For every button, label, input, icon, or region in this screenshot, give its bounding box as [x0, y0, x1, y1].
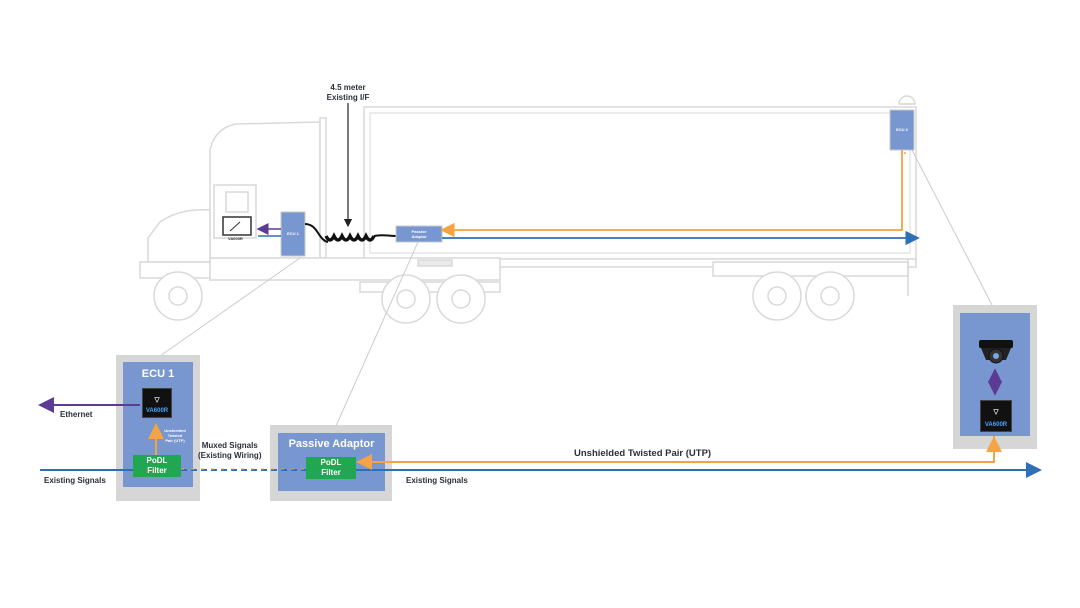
ecu1-podl-filter: PoDL Filter [133, 455, 181, 477]
truck-passive-line2: Adaptor [411, 234, 427, 239]
chip-logo-icon: ▿ [154, 394, 160, 406]
truck-passive-label: Passive Adaptor [396, 229, 442, 239]
cab-monitor-icon [222, 216, 252, 236]
cable-length-line1: 4.5 meter [330, 83, 366, 92]
utp-label: Unshielded Twisted Pair (UTP) [574, 448, 712, 459]
ecu1-filter-line2: Filter [147, 466, 167, 475]
passive-filter-line2: Filter [321, 468, 341, 477]
camera-chip: ▿ VA600R [980, 400, 1012, 432]
passive-filter-line1: PoDL [320, 458, 342, 467]
truck-ecu1-label: ECU 1 [287, 231, 299, 236]
chip-logo-icon: ▿ [993, 406, 999, 418]
cable-length-label: 4.5 meter Existing I/F [318, 83, 378, 103]
ecu1-utp-note: Unshielded Twisted Pair (UTP) [160, 428, 190, 443]
ethernet-label: Ethernet [60, 410, 93, 419]
camera-chip-text: VA600R [984, 422, 1008, 428]
ecu1-chip-text: VA600R [145, 408, 169, 414]
passive-title: Passive Adaptor [288, 438, 375, 450]
existing-signals-left-label: Existing Signals [44, 476, 106, 485]
ecu1-filter-line1: PoDL [146, 456, 168, 465]
ecu1-utp-line3: Pair (UTP) [165, 438, 185, 443]
cab-monitor-label: VA600R [228, 236, 243, 241]
existing-signals-right-label: Existing Signals [406, 476, 468, 485]
ecu1-chip: ▿ VA600R [142, 388, 172, 418]
truck-ecu1-box [280, 211, 306, 257]
passive-podl-filter: PoDL Filter [306, 457, 356, 479]
muxed-signals-label: Muxed Signals (Existing Wiring) [198, 441, 261, 461]
ecu1-utp-line1: Unshielded [164, 428, 186, 433]
camera-dome-icon [979, 340, 1013, 364]
truck-passive-line1: Passive [411, 229, 427, 234]
muxed-line1: Muxed Signals [201, 441, 258, 450]
muxed-line2: (Existing Wiring) [198, 451, 262, 460]
truck-ecu2-box [889, 109, 915, 151]
ecu1-title: ECU 1 [141, 368, 175, 380]
ecu1-utp-line2: Twisted [167, 433, 183, 438]
coiled-cable-icon [304, 223, 397, 243]
cable-length-line2: Existing I/F [326, 93, 370, 102]
truck-ecu2-label: ECU 2 [896, 127, 908, 132]
